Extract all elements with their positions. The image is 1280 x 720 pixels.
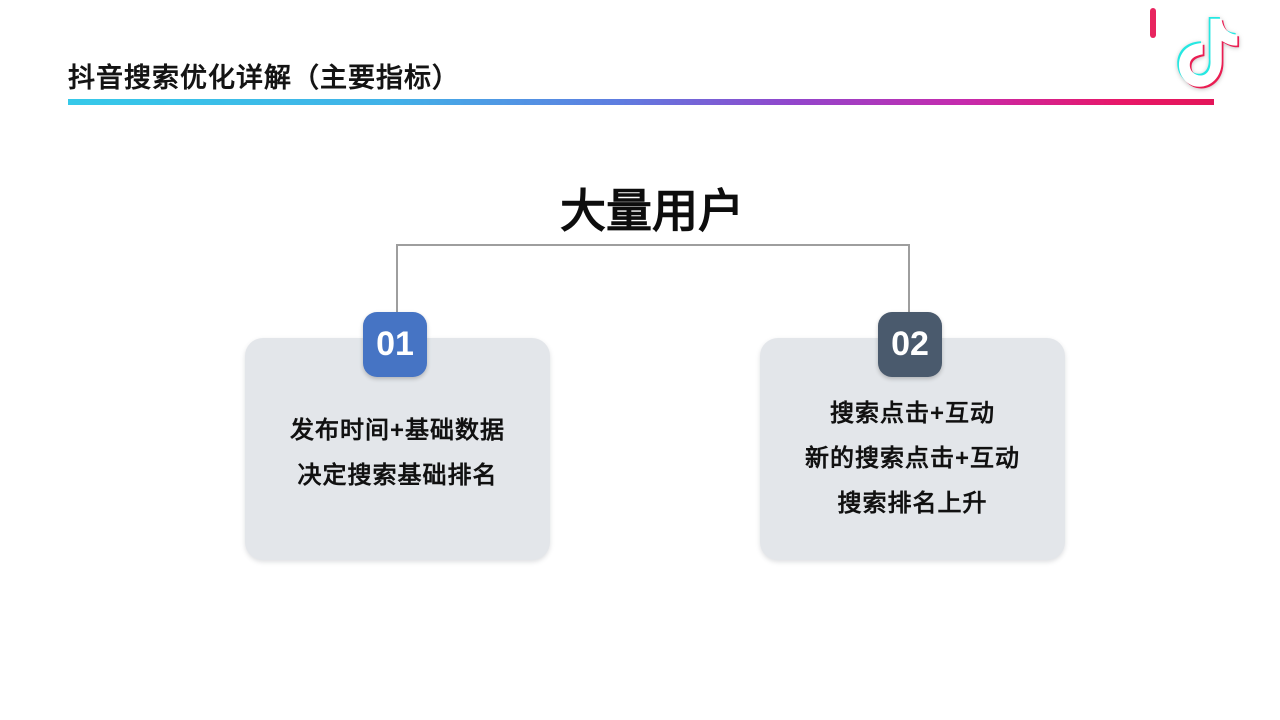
accent-dash: [1150, 8, 1156, 38]
card-02-line-3: 搜索排名上升: [837, 490, 988, 517]
card-badge-02: 02: [878, 312, 942, 377]
diagram-heading: 大量用户: [560, 185, 744, 237]
card-02-line-2: 新的搜索点击+互动: [804, 445, 1020, 472]
logo-layer-white: [1178, 18, 1238, 87]
card-02: 搜索点击+互动 新的搜索点击+互动 搜索排名上升: [760, 338, 1065, 560]
connector-line-left: [396, 244, 398, 314]
card-01-line-1: 发布时间+基础数据: [289, 417, 505, 444]
title-underline-gradient: [68, 99, 1214, 105]
connector-line-horizontal: [396, 244, 910, 246]
card-01-line-2: 决定搜索基础排名: [297, 462, 498, 489]
card-02-line-1: 搜索点击+互动: [829, 400, 995, 427]
connector-line-right: [908, 244, 910, 314]
page-title: 抖音搜索优化详解（主要指标）: [68, 63, 460, 93]
card-badge-01: 01: [363, 312, 427, 377]
douyin-logo-icon: [1177, 16, 1240, 89]
